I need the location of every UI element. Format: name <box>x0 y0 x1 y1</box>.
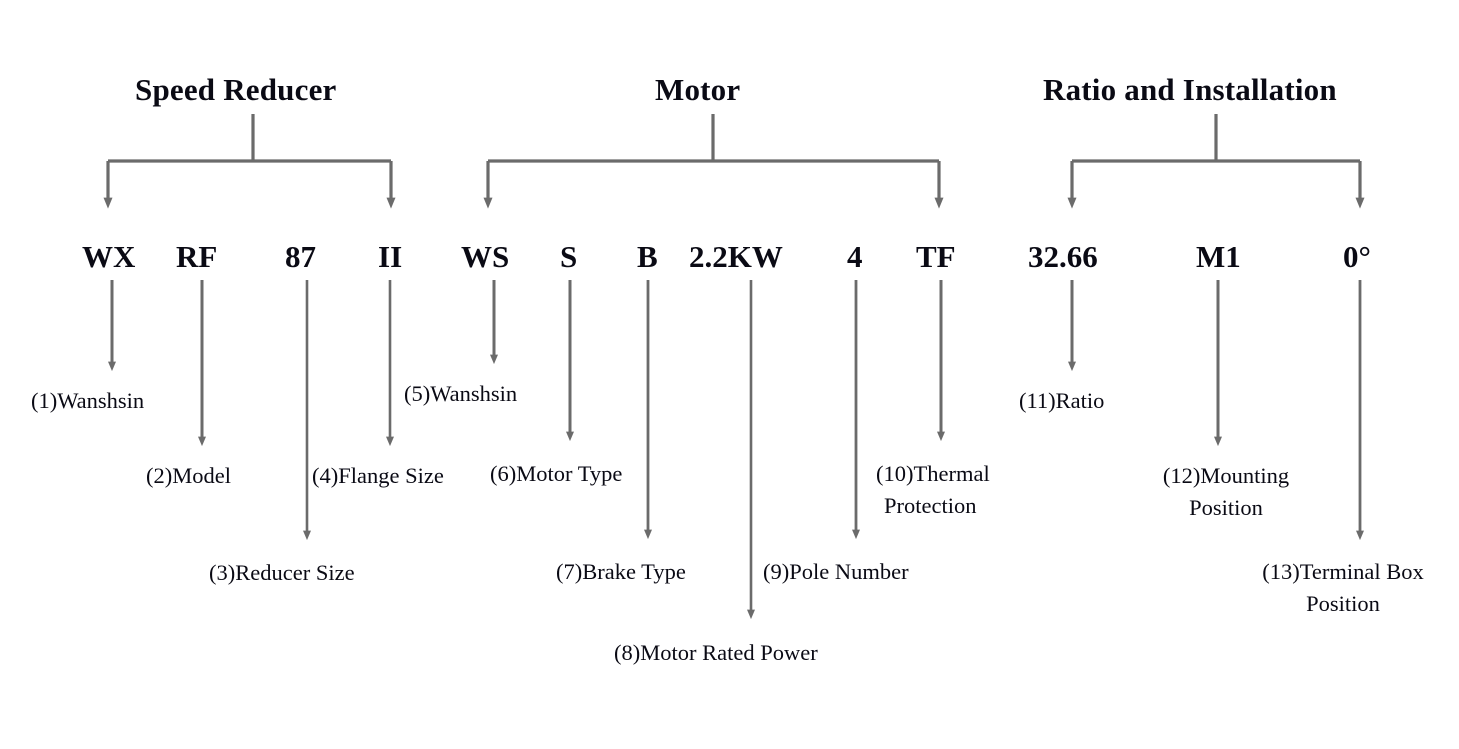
code-term-4: 4 <box>847 239 863 274</box>
code-term-87: 87 <box>285 239 316 274</box>
code-term-ws: WS <box>461 239 510 274</box>
section-title-motor: Motor <box>655 72 741 107</box>
code-term-m1: M1 <box>1196 239 1241 274</box>
code-term-rf: RF <box>176 239 218 274</box>
code-term-0-deg: 0° <box>1343 239 1371 274</box>
legend-item-4: (4)Flange Size <box>312 463 444 488</box>
legend-item-7: (7)Brake Type <box>556 559 686 584</box>
legend-item-13-line1: (13)Terminal Box <box>1262 559 1424 584</box>
code-term-tf: TF <box>916 239 956 274</box>
bracket-ratio-installation <box>1067 114 1365 209</box>
legend-item-6: (6)Motor Type <box>490 461 623 486</box>
legend-item-11: (11)Ratio <box>1019 388 1105 413</box>
code-term-s: S <box>560 239 578 274</box>
legend-item-12-line2: Position <box>1189 494 1263 520</box>
legend-item-10-line2: Protection <box>884 492 977 518</box>
code-term-2-2kw: 2.2KW <box>689 239 783 274</box>
code-term-b: B <box>637 239 658 274</box>
legend-item-10-line1: (10)Thermal <box>876 461 990 486</box>
legend-item-8: (8)Motor Rated Power <box>614 640 818 665</box>
legend-item-12-line1: (12)Mounting <box>1162 463 1290 488</box>
legend-item-5: (5)Wanshsin <box>404 381 518 406</box>
legend-item-13: (13)Terminal Box Position <box>1232 556 1454 620</box>
section-title-speed-reducer: Speed Reducer <box>135 72 337 107</box>
legend-item-13-line2: Position <box>1306 590 1380 616</box>
code-term-ii: II <box>378 239 403 274</box>
legend-item-12: (12)Mounting Position <box>1136 460 1316 524</box>
legend-item-1: (1)Wanshsin <box>31 388 145 413</box>
bracket-speed-reducer <box>103 114 396 209</box>
section-title-ratio-installation: Ratio and Installation <box>1043 72 1337 107</box>
code-term-wx: WX <box>82 239 136 274</box>
legend-item-3: (3)Reducer Size <box>209 560 355 585</box>
code-term-32-66: 32.66 <box>1028 239 1098 274</box>
legend-item-9: (9)Pole Number <box>763 559 909 584</box>
bracket-motor <box>483 114 944 209</box>
legend-item-2: (2)Model <box>146 463 231 488</box>
legend-item-10: (10)Thermal Protection <box>876 458 1036 522</box>
